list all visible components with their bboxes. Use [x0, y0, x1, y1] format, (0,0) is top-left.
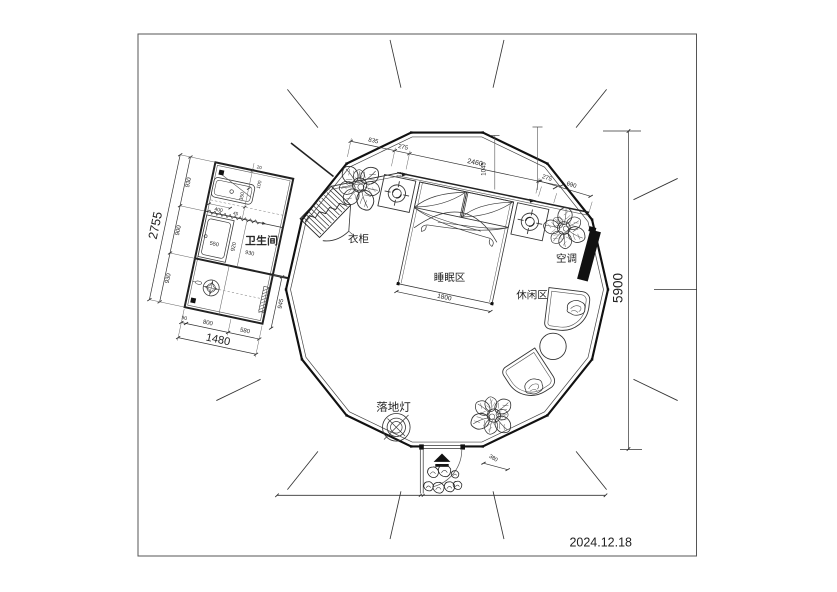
svg-text:2460: 2460: [467, 158, 484, 168]
svg-text:945: 945: [277, 298, 285, 310]
svg-text:380: 380: [488, 454, 499, 464]
svg-text:350: 350: [239, 192, 247, 202]
svg-text:930: 930: [185, 176, 193, 188]
svg-text:930: 930: [165, 272, 173, 284]
svg-text:580: 580: [239, 327, 251, 335]
svg-text:275: 275: [397, 144, 409, 152]
svg-text:900: 900: [175, 224, 183, 236]
svg-text:550: 550: [209, 241, 219, 249]
svg-text:1800: 1800: [436, 293, 452, 303]
svg-text:920: 920: [230, 242, 238, 252]
svg-text:930: 930: [245, 250, 255, 258]
svg-text:45: 45: [233, 210, 239, 216]
svg-text:100: 100: [256, 180, 264, 190]
svg-text:1045: 1045: [482, 162, 488, 176]
svg-text:800: 800: [202, 320, 214, 328]
svg-text:2755: 2755: [146, 210, 165, 240]
svg-text:5900: 5900: [611, 273, 626, 303]
svg-text:275: 275: [541, 174, 553, 183]
svg-text:400: 400: [214, 206, 224, 214]
svg-text:90: 90: [181, 315, 188, 322]
svg-text:835: 835: [368, 137, 380, 145]
svg-text:20: 20: [256, 164, 262, 170]
svg-text:1480: 1480: [205, 332, 231, 349]
svg-text:2024.12.18: 2024.12.18: [569, 536, 632, 550]
svg-text:690: 690: [566, 181, 578, 190]
